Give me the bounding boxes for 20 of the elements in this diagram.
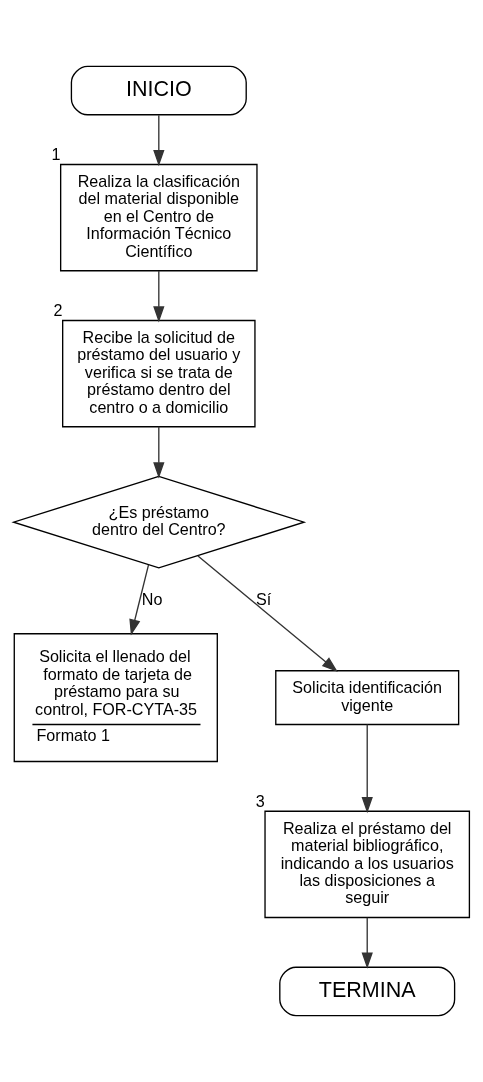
node-box: TERMINA <box>279 966 456 1017</box>
node-box: Solicita identificación vigente <box>275 670 460 726</box>
arrow <box>361 723 373 814</box>
node-label: 3 <box>255 791 265 810</box>
arrow <box>153 270 165 323</box>
arrow <box>197 555 338 672</box>
node-box: Recibe la solicitud de préstamo del usuario y verifica si se trata de préstamo dentro del centro o a domicilio <box>62 319 256 428</box>
node-diamond: ¿Es préstamo dentro del Centro? <box>11 475 307 569</box>
node-box: Realiza el préstamo del material bibliográfico, indicando a los usuarios las disposiciones a seguir <box>264 810 471 919</box>
arrow <box>153 426 165 479</box>
node-box: INICIO <box>70 65 247 116</box>
edge-label: No <box>141 590 163 608</box>
edge-label: Sí <box>256 590 272 608</box>
arrow <box>153 114 165 167</box>
arrow <box>361 917 373 969</box>
arrow <box>129 564 150 636</box>
node-box: Solicita el llenado del formato de tarjeta de préstamo para su control, FOR-CYTA-35 Formato 1 <box>13 633 218 763</box>
node-box: Realiza la clasificación del material disponible en el Centro de Información Técnico Científico <box>60 163 258 272</box>
node-label: 1 <box>51 144 61 163</box>
node-label: 2 <box>53 300 63 319</box>
